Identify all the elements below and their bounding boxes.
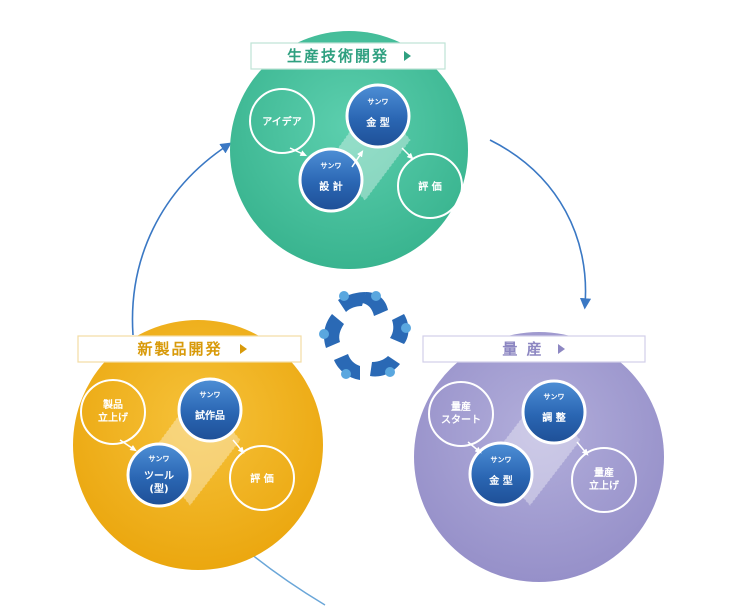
title-bar-mass-production: 量 産 (422, 335, 646, 363)
sanwa-adjust: サンワ (544, 393, 565, 401)
node-design: 設 計 (319, 180, 342, 193)
node-mass-start-1: 量産 (451, 400, 471, 413)
node-idea: アイデア (262, 115, 302, 128)
title-mass-production: 量 産 (502, 340, 543, 358)
sanwa-design: サンワ (321, 162, 342, 170)
sanwa-tool: サンワ (149, 455, 170, 463)
title-bar-development: 生産技術開発 (250, 42, 446, 70)
node-mold-dev: 金 型 (365, 116, 389, 129)
title-bar-new-product: 新製品開発 (77, 335, 302, 363)
triangle-right-icon (240, 344, 247, 354)
stage-development: アイデア 評 価 サンワ 金 型 サンワ 設 計 (230, 31, 468, 269)
sanwa-mold-mass: サンワ (491, 456, 512, 464)
triangle-right-icon (404, 51, 411, 61)
stage-mass-production: 量産 スタート 量産 立上げ サンワ 調 整 サンワ 金 型 (414, 332, 664, 582)
node-mold-mass: 金 型 (488, 474, 512, 487)
node-mass-start-2: スタート (441, 414, 481, 426)
node-mass-launch-1: 量産 (594, 466, 614, 479)
node-product-launch-2: 立上げ (98, 411, 129, 424)
stage-new-product: 製品 立上げ 評 価 サンワ 試作品 サンワ ツール (型) (73, 320, 323, 570)
node-eval-new: 評 価 (250, 472, 273, 485)
node-mass-launch-2: 立上げ (589, 479, 620, 492)
title-new-product: 新製品開発 (137, 340, 222, 358)
node-tool-2: (型) (149, 482, 168, 495)
node-product-launch-1: 製品 (102, 398, 123, 411)
people-circle-logo-icon (319, 291, 411, 380)
cycle-arrow-left (131, 142, 232, 336)
sanwa-mold-dev: サンワ (368, 98, 389, 106)
node-adjust: 調 整 (542, 411, 565, 424)
node-eval-dev: 評 価 (418, 180, 441, 193)
node-prototype: 試作品 (195, 409, 225, 422)
node-tool-1: ツール (144, 470, 174, 482)
sanwa-prototype: サンワ (200, 391, 221, 399)
triangle-right-icon (558, 344, 565, 354)
title-development: 生産技術開発 (287, 47, 389, 65)
cycle-arrow-right (489, 139, 592, 310)
